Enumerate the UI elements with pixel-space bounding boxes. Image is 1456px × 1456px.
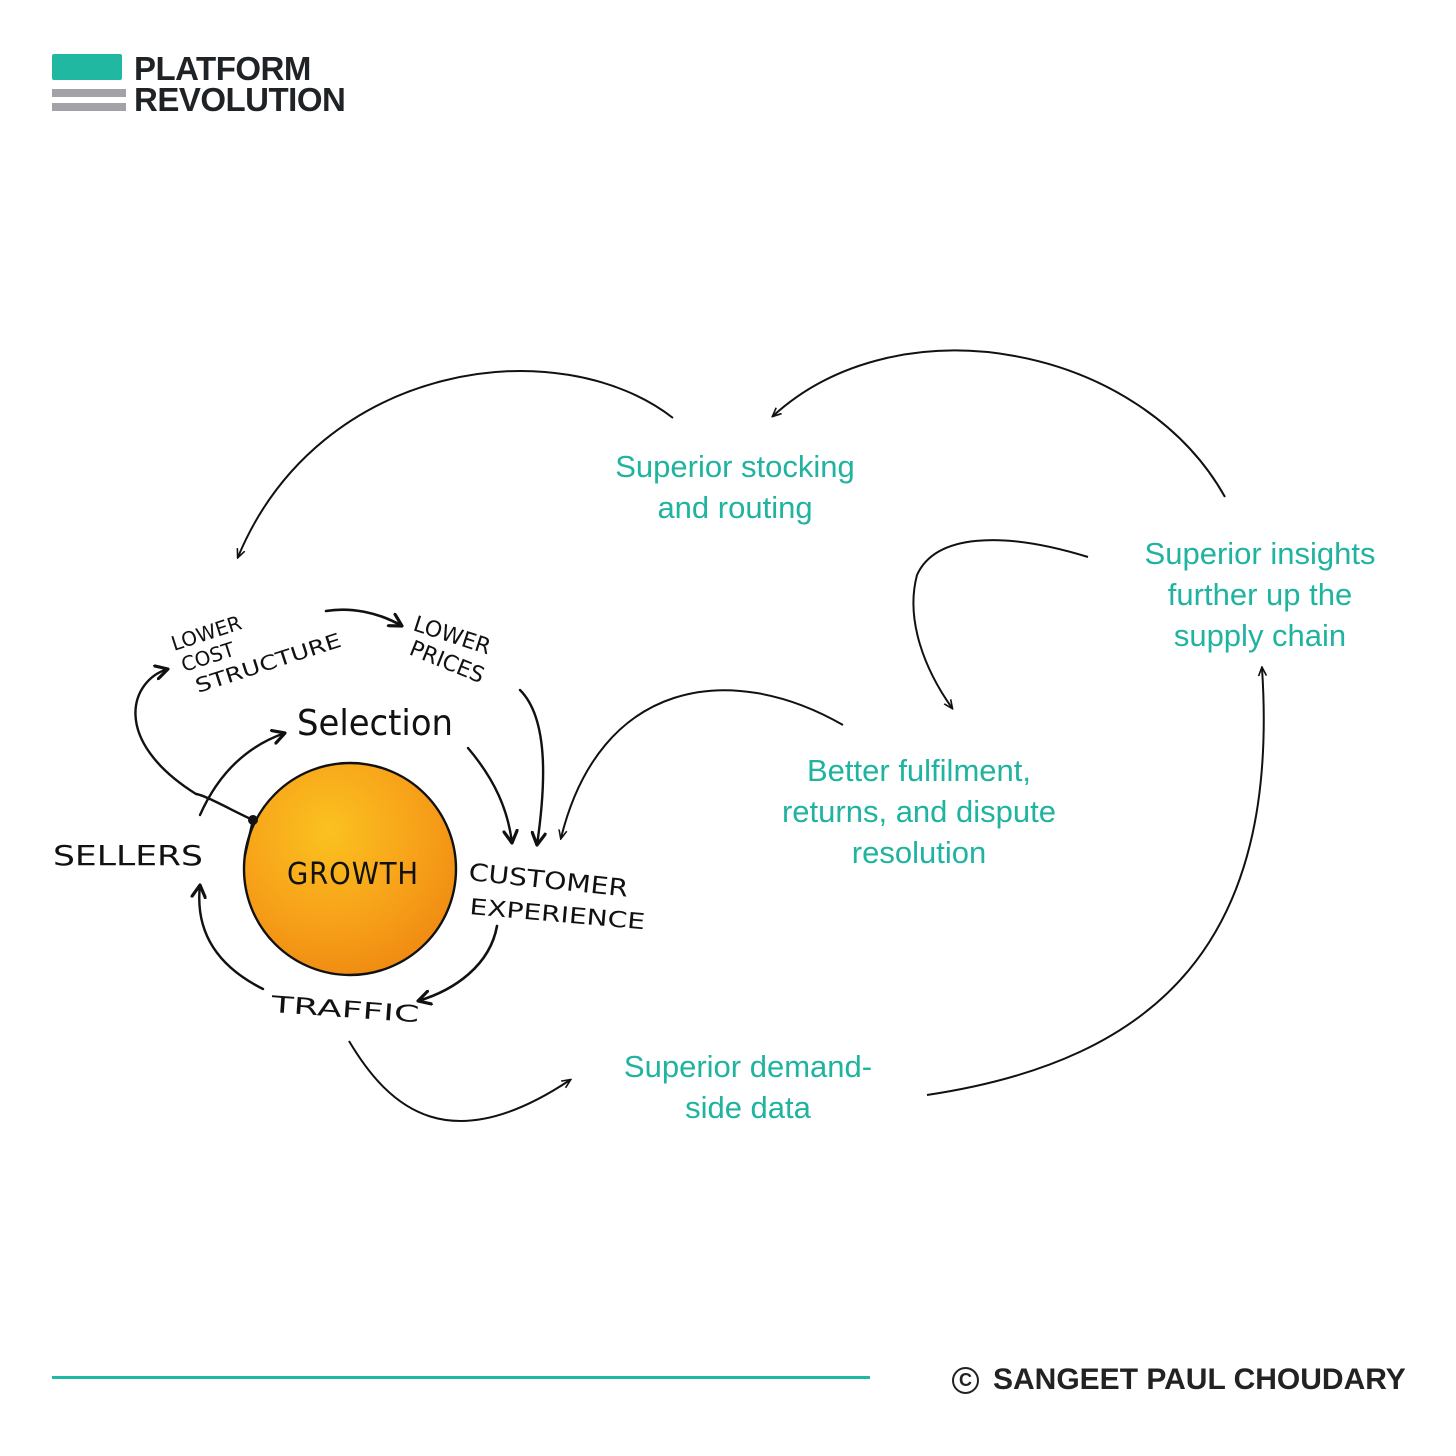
- arrow-demand-to-insights: [926, 668, 1264, 1096]
- arrow-traffic-to-demand: [348, 1040, 570, 1122]
- arrow-insights-to-stocking: [773, 349, 1226, 498]
- hand-arrow-prices-to-customer: [518, 688, 543, 845]
- label-traffic: TRAFFIC: [269, 992, 420, 1028]
- logo-word-revolution: REVOLUTION: [134, 81, 346, 118]
- label-superior-insights: Superior insights further up the supply …: [1110, 533, 1410, 656]
- label-line: returns, and dispute: [781, 794, 1056, 829]
- hand-arrow-selection-to-customer: [466, 746, 512, 843]
- label-line: Better fulfilment,: [807, 753, 1031, 788]
- label-line: and routing: [657, 490, 813, 525]
- copyright-icon: C: [952, 1366, 979, 1394]
- label-line: supply chain: [1173, 618, 1347, 653]
- author-credit: C SANGEET PAUL CHOUDARY: [952, 1358, 1406, 1402]
- label-line: side data: [685, 1090, 811, 1125]
- logo-grey-bar: [52, 103, 126, 111]
- hand-arrow-customer-to-traffic: [418, 924, 499, 1001]
- arrow-insights-to-fulfilment: [912, 539, 1089, 708]
- platform-revolution-logo: PLATFORM REVOLUTION: [52, 52, 362, 116]
- hand-arrow-cost-to-prices: [324, 608, 402, 626]
- arrow-stocking-to-cost: [238, 370, 674, 557]
- logo-word-platform: PLATFORM: [134, 50, 311, 87]
- logo-teal-bar: [52, 54, 122, 80]
- footer-rule: [52, 1376, 870, 1379]
- hand-arrow-dot-to-sellers: [194, 792, 255, 822]
- hand-arrow-sellers-to-selection: [198, 733, 285, 817]
- arrow-fulfilment-to-customer: [561, 689, 844, 838]
- label-line: further up the: [1167, 577, 1353, 612]
- label-superior-stocking: Superior stocking and routing: [585, 446, 885, 528]
- hand-arrow-sellers-to-cost: [134, 669, 198, 796]
- label-selection: Selection: [297, 703, 453, 744]
- label-line: Superior stocking: [615, 449, 855, 484]
- hand-arrow-traffic-to-sellers: [199, 885, 265, 991]
- label-superior-demand: Superior demand- side data: [595, 1046, 901, 1128]
- label-growth: GROWTH: [287, 857, 419, 892]
- label-line: Superior insights: [1144, 536, 1376, 571]
- author-name: SANGEET PAUL CHOUDARY: [993, 1363, 1406, 1396]
- label-line: Superior demand-: [623, 1049, 873, 1084]
- label-line: resolution: [851, 835, 987, 870]
- label-better-fulfilment: Better fulfilment, returns, and dispute …: [749, 750, 1089, 873]
- growth-circle: [242, 761, 458, 977]
- label-sellers: SELLERS: [53, 839, 203, 872]
- logo-grey-bar: [52, 89, 126, 97]
- logo-notch: [126, 54, 128, 80]
- hand-arrow-dot-to-circle: [243, 818, 255, 857]
